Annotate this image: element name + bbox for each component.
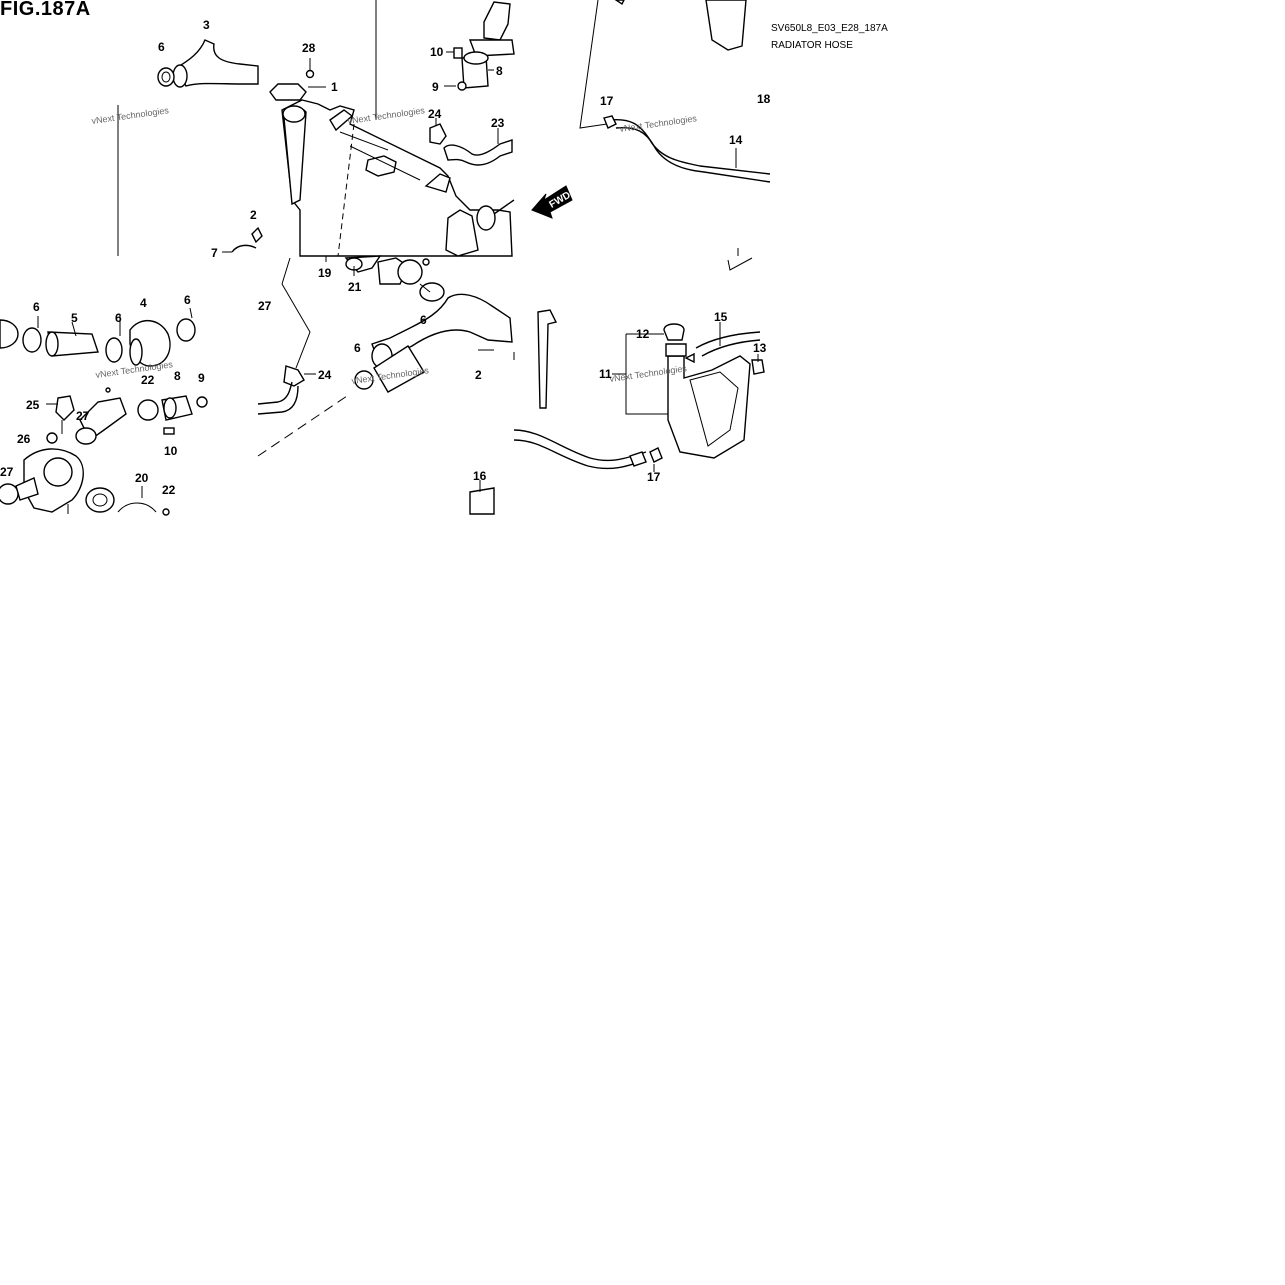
callout-25: 25	[26, 398, 40, 412]
reservoir-top-hose-14	[603, 0, 771, 271]
reservoir-tank-11	[667, 355, 751, 459]
callout-23: 23	[491, 116, 505, 130]
clamp-17a	[603, 115, 617, 129]
figure-description: RADIATOR HOSE	[771, 40, 853, 51]
callout-9: 9	[432, 80, 439, 94]
watermark: vNext Technologies	[619, 113, 698, 134]
clamp-22b	[137, 399, 159, 421]
callout-27: 27	[258, 299, 272, 313]
callout-7: 7	[211, 246, 218, 260]
bracket-16	[469, 487, 495, 515]
callout-6: 6	[184, 293, 191, 307]
callout-3: 3	[203, 18, 210, 32]
callout-21: 21	[348, 280, 362, 294]
callout-8: 8	[496, 64, 503, 78]
callout-18: 18	[757, 92, 771, 106]
bolt-28	[305, 69, 315, 79]
callout-6: 6	[420, 313, 427, 327]
clamp-6d	[22, 327, 42, 353]
callout-10: 10	[430, 45, 444, 59]
clamp-6	[157, 67, 175, 87]
callout-14: 14	[729, 133, 743, 147]
fwd-label: FWD	[547, 190, 572, 211]
clamp-6e	[105, 337, 123, 363]
callout-1: 1	[331, 80, 338, 94]
callout-8: 8	[174, 369, 181, 383]
filler-neck-group	[444, 1, 515, 91]
callout-9: 9	[198, 371, 205, 385]
callout-6: 6	[115, 311, 122, 325]
radiator-cap-1	[269, 58, 326, 101]
bolt-10b	[163, 427, 175, 435]
upper-hose-3	[157, 39, 259, 88]
panel-frame-lines	[117, 0, 608, 256]
callout-22: 22	[141, 373, 155, 387]
callout-12: 12	[636, 327, 650, 341]
callout-2: 2	[475, 368, 482, 382]
callout-4: 4	[140, 296, 147, 310]
clip-24b	[283, 365, 305, 387]
watermark: vNext Technologies	[91, 105, 170, 126]
radiator-core	[281, 99, 515, 257]
callout-17: 17	[600, 94, 614, 108]
clamp-27c	[0, 483, 19, 505]
clamp-17b	[649, 447, 663, 463]
figure-code: SV650L8_E03_E28_187A	[771, 23, 888, 34]
reservoir-tank-group	[469, 309, 765, 515]
callout-16: 16	[473, 469, 487, 483]
callout-24: 24	[318, 368, 332, 382]
clamp-6b	[419, 282, 445, 302]
callout-20: 20	[135, 471, 149, 485]
figure-title: FIG.187A	[0, 0, 91, 20]
callout-27: 27	[76, 409, 90, 423]
callout-11: 11	[599, 367, 612, 381]
o-ring-9a	[457, 81, 467, 91]
callout-10: 10	[164, 444, 178, 458]
callout-numbers: 3 6 28 1 10 8 9 24 23 17 18 14 2 7 19 21…	[0, 18, 771, 497]
callout-17: 17	[647, 470, 661, 484]
callout-6: 6	[158, 40, 165, 54]
bolt-10a	[453, 47, 463, 59]
fwd-arrow: FWD	[531, 185, 573, 219]
o-ring-9b	[196, 396, 208, 408]
callout-26: 26	[17, 432, 31, 446]
callout-2: 2	[250, 208, 257, 222]
clamp-6f	[176, 318, 196, 342]
pipe-7-fragment	[222, 226, 263, 253]
watermark: vNext Technologies	[347, 105, 426, 126]
callout-19: 19	[318, 266, 332, 280]
callout-27: 27	[0, 465, 14, 479]
o-ring-26	[46, 432, 58, 444]
bolt-13	[751, 359, 765, 375]
callout-6: 6	[33, 300, 40, 314]
bracket-strip	[537, 309, 558, 409]
thermostat-20	[85, 487, 115, 513]
clamp-6c	[354, 370, 374, 390]
callout-24: 24	[428, 107, 442, 121]
thermostat-group	[0, 307, 208, 516]
sensor-25	[55, 395, 75, 421]
lower-middle-group	[257, 255, 513, 457]
callout-15: 15	[714, 310, 728, 324]
callout-6: 6	[354, 341, 361, 355]
callout-28: 28	[302, 41, 316, 55]
cap-12	[663, 323, 685, 341]
hose-23-and-clip-24	[429, 118, 513, 166]
callout-22: 22	[162, 483, 176, 497]
callout-5: 5	[71, 311, 78, 325]
callout-13: 13	[753, 341, 767, 355]
